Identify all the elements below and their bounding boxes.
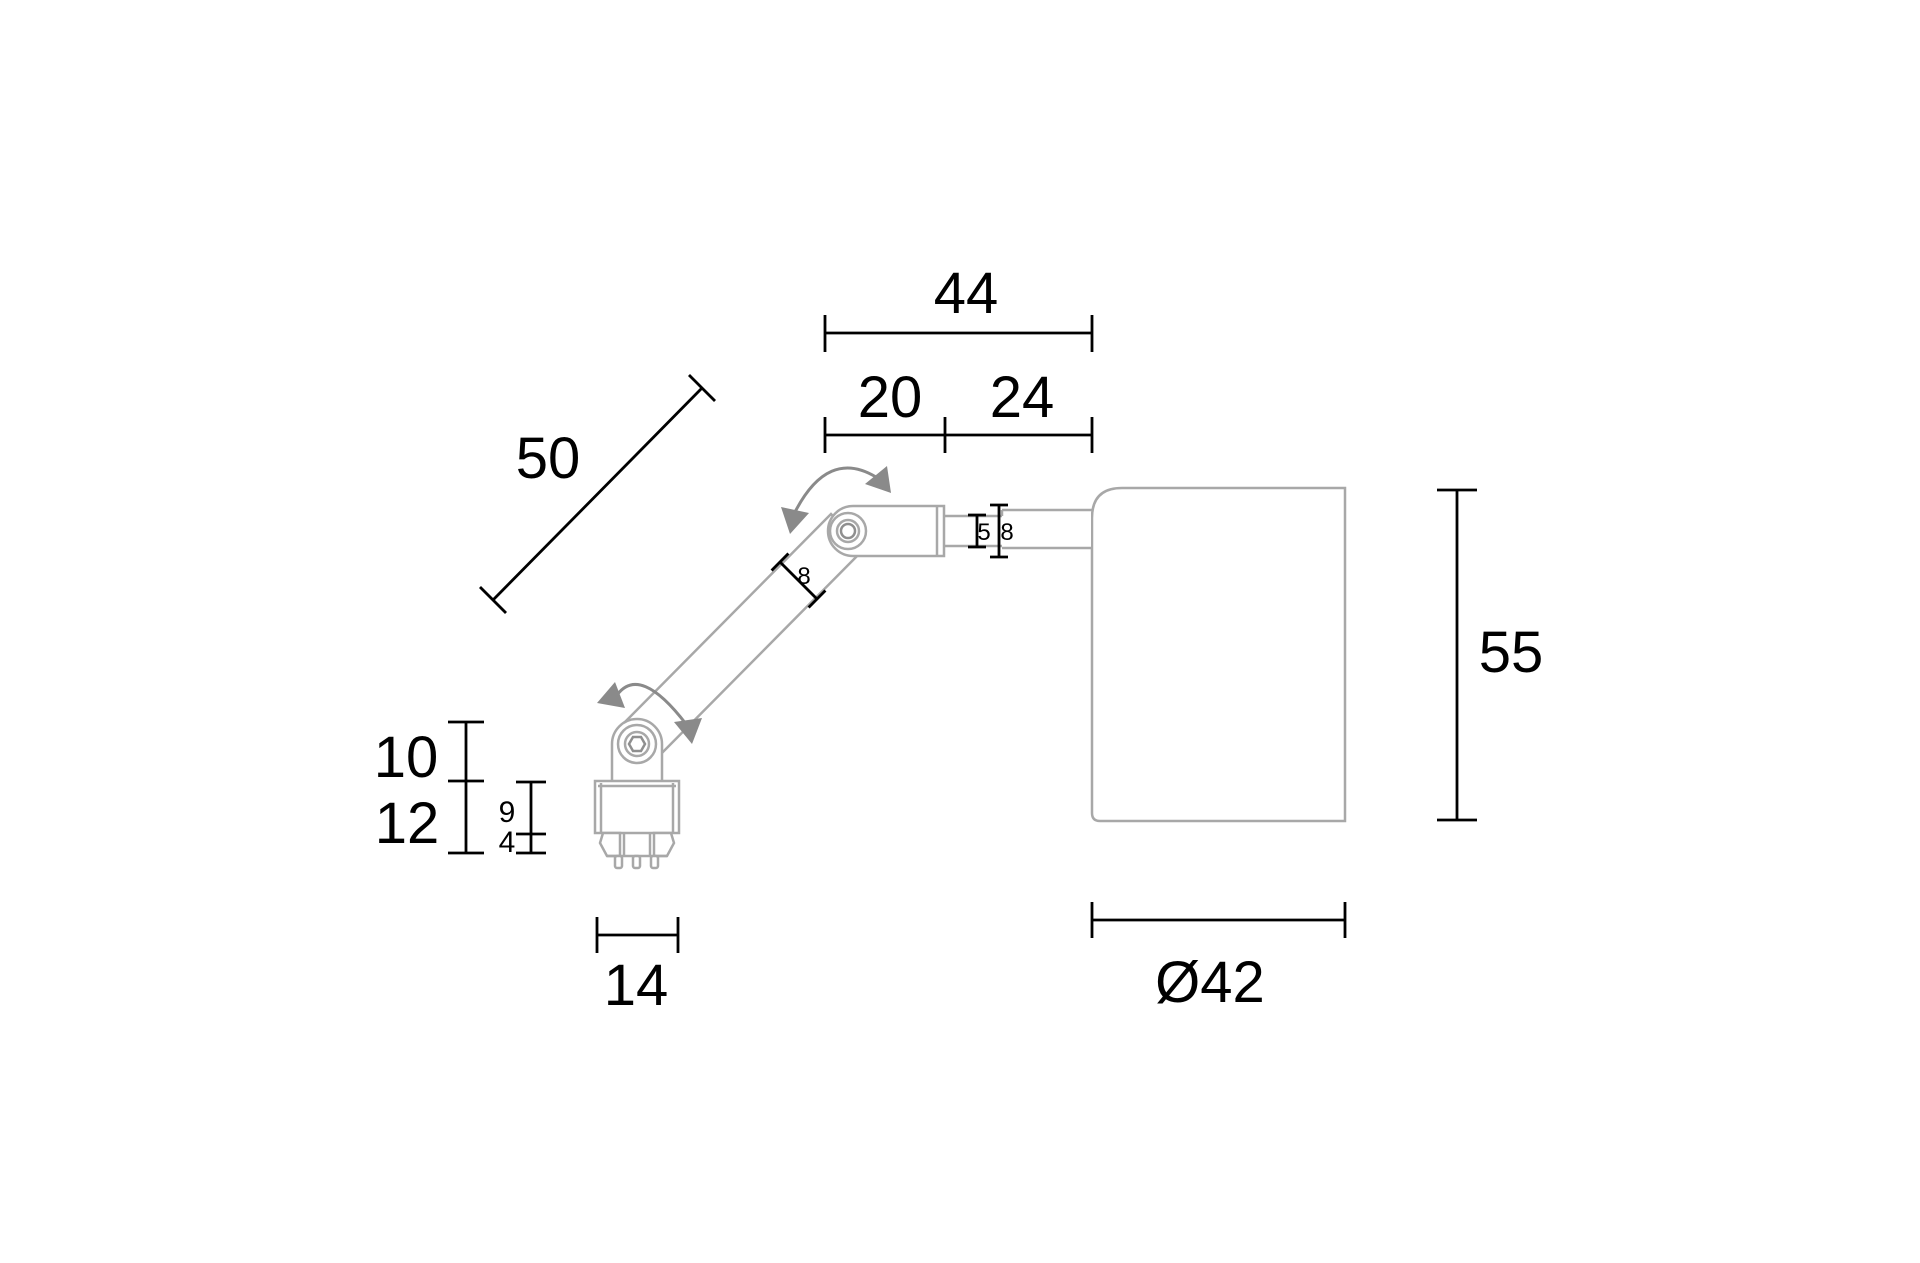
dim-top-total: 44 bbox=[823, 261, 1094, 352]
dim-label-9: 9 bbox=[499, 796, 516, 829]
dim-base-detail-heights: 9 4 bbox=[499, 780, 546, 859]
lamp-shade bbox=[1090, 486, 1347, 823]
rotation-arrow-upper-icon bbox=[781, 466, 891, 534]
dim-label-50: 50 bbox=[516, 426, 581, 491]
dim-shade-diameter: Ø42 bbox=[1090, 902, 1347, 1015]
lower-hinge-hex-nut bbox=[627, 735, 647, 753]
upper-hinge-pin bbox=[839, 522, 857, 540]
dim-arm-length: 50 bbox=[479, 374, 716, 614]
base-flange-right bbox=[652, 831, 676, 858]
dim-label-12: 12 bbox=[375, 791, 440, 856]
dim-rod-diameters: 5 8 bbox=[968, 503, 1014, 559]
rotation-arrow-lower-icon bbox=[597, 682, 702, 744]
dim-base-width: 14 bbox=[595, 917, 680, 1018]
dim-label-10: 10 bbox=[374, 725, 439, 790]
dim-label-14: 14 bbox=[604, 953, 669, 1018]
dim-label-20: 20 bbox=[858, 365, 923, 430]
dim-label-4: 4 bbox=[499, 826, 516, 859]
lamp-rod bbox=[943, 508, 1092, 550]
lamp-arm bbox=[618, 512, 867, 763]
upper-hinge bbox=[826, 504, 946, 558]
dim-shade-height: 55 bbox=[1437, 488, 1544, 822]
plug-pin bbox=[613, 854, 624, 870]
lower-hinge bbox=[610, 717, 664, 781]
dim-top-segments: 20 24 bbox=[823, 365, 1094, 453]
dim-mount-heights: 10 12 bbox=[374, 720, 484, 856]
dim-label-8-rod: 8 bbox=[1000, 519, 1013, 546]
lamp-artwork bbox=[593, 466, 1347, 870]
dim-label-24: 24 bbox=[990, 365, 1055, 430]
clamp-base bbox=[593, 779, 681, 870]
dim-label-44: 44 bbox=[934, 261, 999, 326]
plug-pin bbox=[649, 854, 660, 870]
dim-label-5: 5 bbox=[977, 519, 990, 546]
plug-pin bbox=[631, 854, 642, 870]
dim-arm-diameter: 8 bbox=[770, 552, 827, 609]
dim-label-d42: Ø42 bbox=[1155, 950, 1265, 1015]
dim-label-55: 55 bbox=[1479, 620, 1544, 685]
dim-label-8-arm: 8 bbox=[797, 563, 810, 590]
base-flange-left bbox=[598, 831, 622, 858]
